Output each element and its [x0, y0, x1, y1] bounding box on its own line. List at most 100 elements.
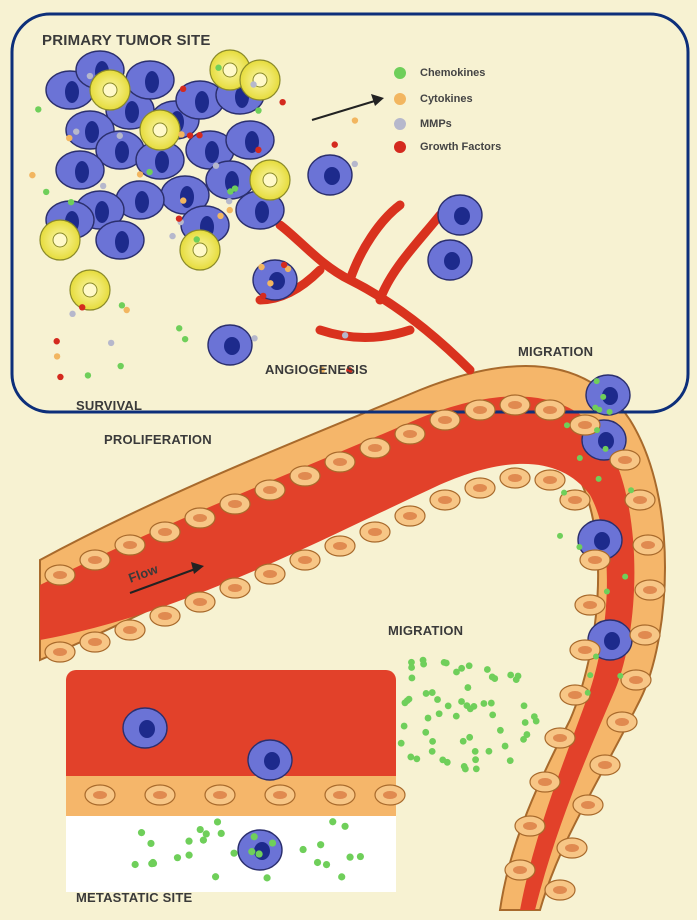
endothelial-nucleus	[553, 886, 567, 894]
legend-item-mmps: MMPs	[394, 115, 452, 133]
endothelial-cell	[607, 712, 637, 732]
chemokine-dot	[458, 665, 465, 672]
endothelial-nucleus	[298, 472, 312, 480]
endothelial-nucleus	[583, 601, 597, 609]
chemokine-dot	[429, 689, 436, 696]
legend-label: Chemokines	[420, 67, 485, 79]
endothelial-cell	[621, 670, 651, 690]
endothelial-cell	[395, 506, 425, 526]
migrating-cell	[438, 195, 482, 235]
endothelial-cell	[560, 685, 590, 705]
chemokine-dot	[484, 666, 491, 673]
endothelial-nucleus	[568, 691, 582, 699]
endothelial-nucleus	[263, 486, 277, 494]
endothelial-nucleus	[615, 718, 629, 726]
chemokine-dot	[628, 487, 634, 493]
molecule-dot	[100, 183, 106, 189]
chemokine-dot	[596, 407, 602, 413]
chemokine-dot	[466, 734, 473, 741]
endothelial-nucleus	[553, 734, 567, 742]
molecule-dot	[250, 81, 256, 87]
chemokine-dot	[425, 715, 432, 722]
endothelial-cell	[500, 395, 530, 415]
tumor-cell-nucleus	[125, 101, 139, 123]
chemokine-dot	[617, 673, 623, 679]
chemokine-dot	[607, 409, 613, 415]
endothelial-cell	[115, 620, 145, 640]
endothelial-nucleus	[438, 496, 452, 504]
endothelial-nucleus	[473, 484, 487, 492]
migrating-cell	[308, 155, 352, 195]
chemokine-dot	[497, 727, 504, 734]
chemokine-dot	[323, 861, 330, 868]
molecule-dot	[87, 73, 93, 79]
endothelial-nucleus	[543, 476, 557, 484]
immune-cell-nucleus	[193, 243, 207, 257]
chemokine-dot	[604, 588, 610, 594]
endothelial-cell	[630, 625, 660, 645]
chemokine-dot	[429, 738, 436, 745]
legend-item-growth-factors: Growth Factors	[394, 138, 501, 156]
chemokine-dot	[230, 850, 237, 857]
endothelial-nucleus	[333, 542, 347, 550]
migrating-cell-nucleus	[594, 532, 610, 550]
chemokine-dot	[401, 723, 408, 730]
immune-cell-nucleus	[263, 173, 277, 187]
chemokine-dot	[507, 672, 514, 679]
chemokine-dot	[402, 699, 409, 706]
molecule-dot	[146, 169, 152, 175]
immune-cell	[70, 270, 110, 310]
endothelial-cell	[610, 450, 640, 470]
endothelial-cell	[325, 452, 355, 472]
tumor-cell	[96, 221, 144, 259]
chemokine-dot	[407, 754, 414, 761]
endothelial-nucleus	[513, 866, 527, 874]
endothelial-nucleus	[508, 474, 522, 482]
endothelial-nucleus	[228, 584, 242, 592]
growth-factors-dot	[394, 141, 406, 153]
chemokine-dot	[398, 740, 405, 747]
endothelial-cell	[150, 606, 180, 626]
molecule-dot	[227, 207, 233, 213]
legend-item-chemokines: Chemokines	[394, 64, 485, 82]
chemokine-dot	[200, 837, 207, 844]
chemokine-dot	[212, 873, 219, 880]
chemokine-dot	[314, 859, 321, 866]
endothelial-cell	[80, 550, 110, 570]
legend-label: Growth Factors	[420, 141, 501, 153]
chemokine-dot	[576, 544, 582, 550]
legend-item-cytokines: Cytokines	[394, 90, 473, 108]
endothelial-nucleus	[53, 648, 67, 656]
chemokine-dot	[251, 833, 258, 840]
immune-cell	[250, 160, 290, 200]
immune-cell-nucleus	[103, 83, 117, 97]
chemokine-dot	[329, 818, 336, 825]
legend-arrow	[312, 94, 384, 120]
endothelial-nucleus	[298, 556, 312, 564]
chemokine-dot	[263, 874, 270, 881]
endothelial-cell	[545, 728, 575, 748]
molecule-dot	[182, 336, 188, 342]
molecule-dot	[73, 128, 79, 134]
molecule-dot	[217, 213, 223, 219]
endothelial-cell	[535, 470, 565, 490]
chemokine-dot	[464, 684, 471, 691]
endothelial-cell	[85, 785, 115, 805]
chemokine-dot	[600, 394, 606, 400]
molecule-dot	[194, 236, 200, 242]
endothelial-cell	[80, 632, 110, 652]
molecule-dot	[108, 340, 114, 346]
molecule-dot	[43, 189, 49, 195]
migration-label-mid: MIGRATION	[388, 623, 463, 638]
chemokine-dot	[218, 830, 225, 837]
tumor-cell-nucleus	[95, 201, 109, 223]
migrating-cell	[208, 325, 252, 365]
chemokine-dot	[420, 657, 427, 664]
molecule-dot	[137, 171, 143, 177]
chemokine-dot	[557, 533, 563, 539]
endothelial-nucleus	[123, 541, 137, 549]
molecule-dot	[66, 135, 72, 141]
chemokine-dot	[248, 848, 255, 855]
endothelial-nucleus	[158, 612, 172, 620]
